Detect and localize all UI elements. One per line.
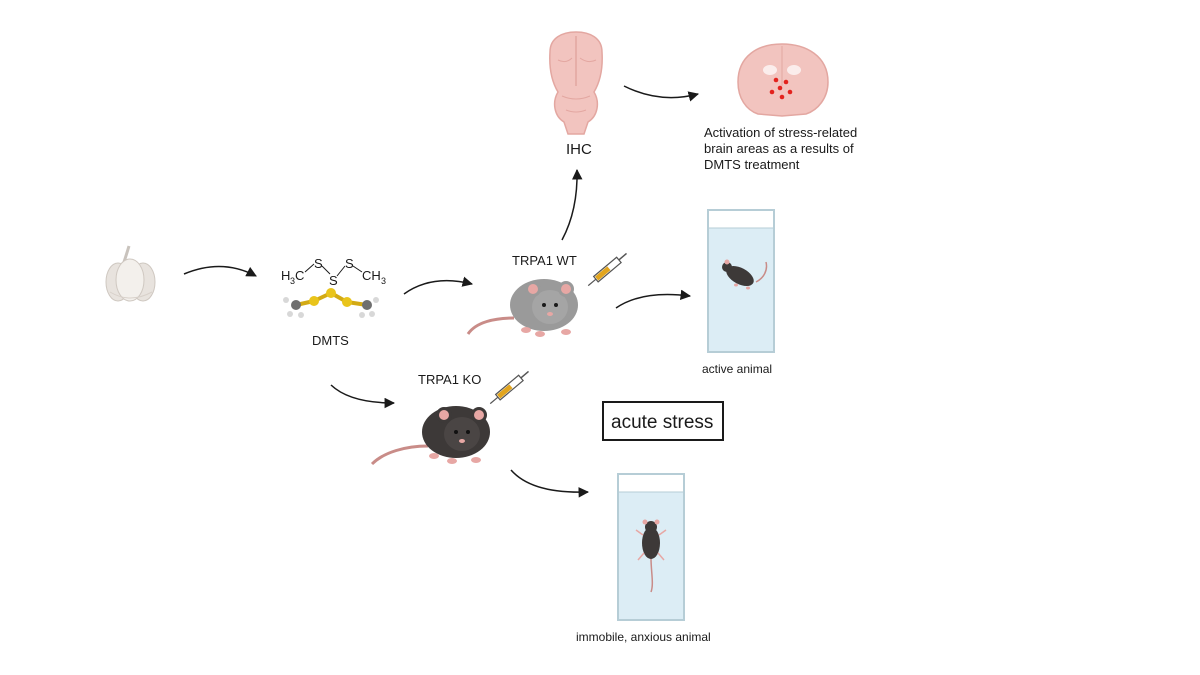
arrow-wt-to-beaker xyxy=(615,289,692,309)
arrow-wt-to-ihc xyxy=(561,168,583,241)
arrow-dmts-to-wt xyxy=(403,276,474,295)
brain-activation-label: Activation of stress-related brain areas… xyxy=(704,125,861,172)
formula-left-h: H xyxy=(281,268,290,283)
formula-s2: S xyxy=(329,273,338,288)
formula-s3: S xyxy=(345,256,354,271)
arrow-brain-to-section xyxy=(623,85,700,102)
dmts-ball-stick-model xyxy=(283,288,379,318)
trpa1-wt-label: TRPA1 WT xyxy=(512,253,577,268)
brain-section-icon xyxy=(737,43,829,117)
arrow-garlic-to-dmts xyxy=(183,265,257,277)
floating-mouse-icon xyxy=(635,519,667,593)
garlic-icon xyxy=(105,245,156,302)
arrow-ko-to-beaker xyxy=(510,469,590,498)
trpa1-ko-label: TRPA1 KO xyxy=(418,372,481,387)
formula-right-ch: CH xyxy=(362,268,381,283)
active-animal-label: active animal xyxy=(702,362,772,376)
mouse-ko-icon xyxy=(370,406,490,466)
ihc-label: IHC xyxy=(566,141,592,158)
dmts-label: DMTS xyxy=(312,333,349,348)
swimming-mouse-icon xyxy=(722,259,768,290)
dmts-formula: H 3 C S S S CH 3 xyxy=(281,256,386,288)
formula-s1: S xyxy=(314,256,323,271)
mouse-wt-icon xyxy=(466,279,578,337)
syringe-icon-wt xyxy=(587,252,628,287)
formula-right-sub: 3 xyxy=(381,276,386,286)
acute-stress-label: acute stress xyxy=(611,412,713,433)
arrow-dmts-to-ko xyxy=(330,384,396,409)
brain-dorsal-icon xyxy=(549,31,603,135)
formula-left-sub: 3 xyxy=(290,276,295,286)
immobile-animal-label: immobile, anxious animal xyxy=(576,630,711,644)
formula-left-c: C xyxy=(295,268,304,283)
syringe-icon-ko xyxy=(489,370,530,405)
acute-stress-box xyxy=(602,401,724,441)
